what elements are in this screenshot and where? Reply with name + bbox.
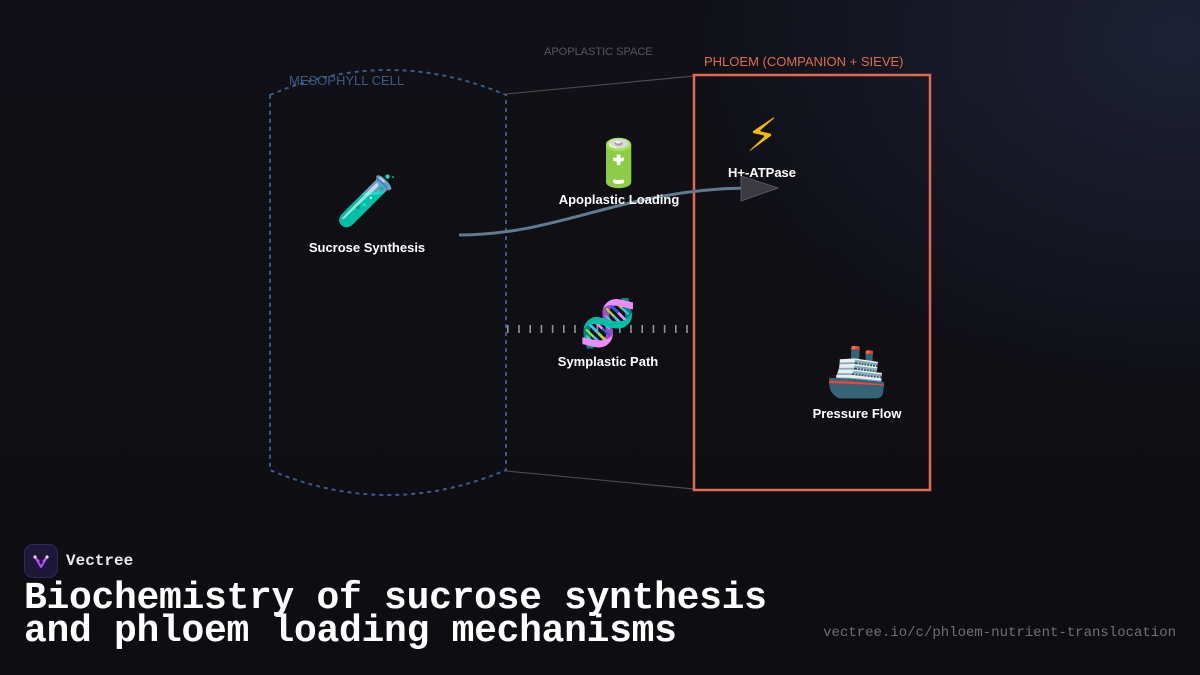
- loading-arrow-path: [458, 186, 746, 237]
- lightning-icon: ⚡: [745, 108, 779, 162]
- node-label: Apoplastic Loading: [558, 192, 680, 207]
- source-url[interactable]: vectree.io/c/phloem-nutrient-translocati…: [823, 625, 1176, 641]
- ship-icon: 🚢: [825, 342, 889, 400]
- loading-arrowhead: [740, 175, 780, 202]
- node-symplastic-path: 🧬 Symplastic Path: [558, 300, 658, 369]
- node-label: H+-ATPase: [727, 165, 797, 180]
- apoplastic-boundary-bottom: [505, 470, 695, 490]
- node-sucrose-synthesis: 🧪 Sucrose Synthesis: [309, 176, 425, 255]
- node-pressure-flow: 🚢 Pressure Flow: [813, 346, 902, 421]
- phloem-box: [692, 73, 932, 492]
- page-title: Biochemistry of sucrose synthesis and ph…: [24, 577, 804, 653]
- dna-icon: 🧬: [579, 296, 637, 350]
- mesophyll-cell-label: MESOPHYLL CELL: [289, 73, 405, 88]
- apoplastic-boundary-top: [505, 75, 695, 95]
- node-h-atpase: ⚡ H+-ATPase: [728, 112, 796, 180]
- test-tube-icon: 🧪: [335, 172, 399, 230]
- title-line-1: Biochemistry of sucrose synthesis: [24, 577, 767, 620]
- node-label: Sucrose Synthesis: [308, 240, 426, 255]
- brand-name: Vectree: [66, 552, 134, 570]
- node-label: Symplastic Path: [557, 354, 659, 369]
- phloem-label: PHLOEM (COMPANION + SIEVE): [704, 54, 904, 69]
- title-line-2: and phloem loading mechanisms: [24, 610, 677, 653]
- apoplastic-space-label: APOPLASTIC SPACE: [544, 46, 653, 58]
- mesophyll-cell-outline: [269, 69, 507, 496]
- node-apoplastic-loading: 🔋 Apoplastic Loading: [559, 140, 680, 207]
- vectree-logo-icon: [24, 544, 58, 578]
- node-label: Pressure Flow: [812, 406, 902, 421]
- brand[interactable]: Vectree: [24, 544, 133, 578]
- battery-icon: 🔋: [590, 136, 648, 190]
